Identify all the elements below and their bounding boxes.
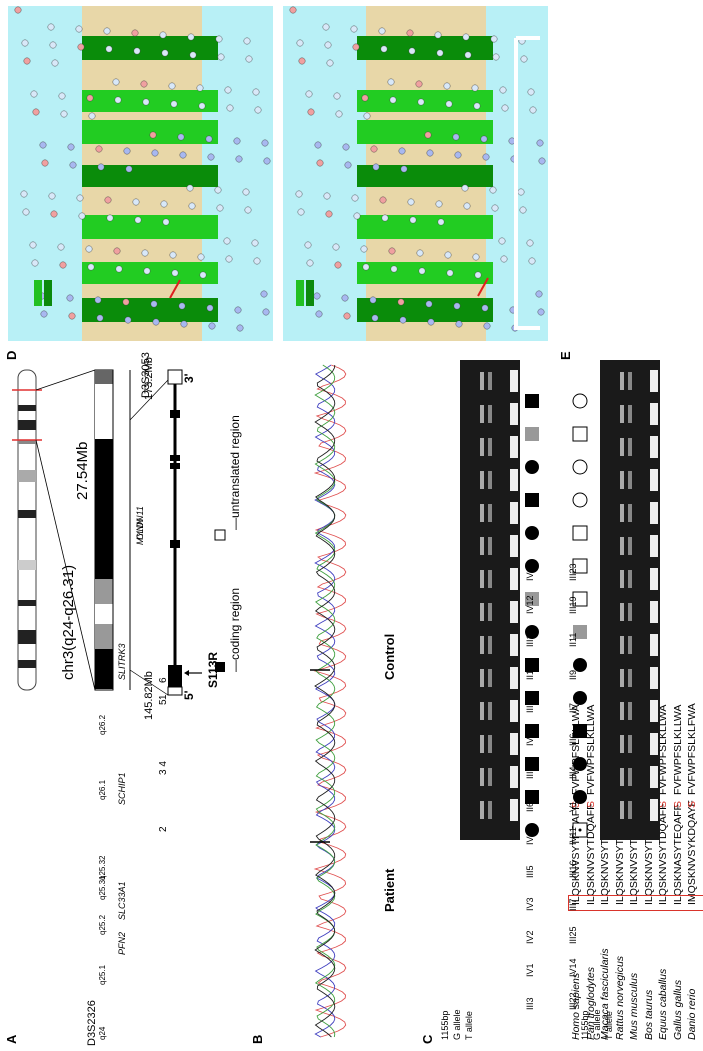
gene-label: CLDN11 <box>135 506 145 540</box>
species-label: Danio rerio <box>686 988 698 1040</box>
sample-id-top: II6 <box>525 801 535 812</box>
legend-utr-text: —untranslated region <box>228 415 242 530</box>
sample-id-bottom: III25 <box>568 926 578 944</box>
sample-id-top: IV6 <box>525 732 535 746</box>
sequence-right: FVFWPFSLKLLWA <box>671 704 684 795</box>
ladder-label: T allele <box>464 1011 474 1040</box>
left-marker: D3S2326 <box>86 1000 98 1046</box>
highlight-box <box>568 895 703 911</box>
band-label: q26.2 <box>98 714 107 735</box>
gene-label: SCHIP1 <box>117 772 127 805</box>
gene-label: PFN2 <box>117 931 127 955</box>
sample-id-top: IV12 <box>525 595 535 614</box>
sample-id-top: III3 <box>525 997 535 1010</box>
sequence-left: ILQSKNASYTEQAFF <box>671 804 684 905</box>
exon-number: 3 4 <box>158 761 169 775</box>
chromosome-map <box>12 369 226 696</box>
legend-coding-text: —coding region <box>228 587 242 672</box>
region-title: chr3(q24-q26.31) <box>60 564 77 680</box>
ladder-label: 1155bp <box>580 1010 590 1040</box>
right-position: 173.2Mb <box>143 357 155 400</box>
ladder-label: G allele <box>592 1009 602 1040</box>
sample-id-top: IV1 <box>525 963 535 977</box>
ladder-label: 1155bp <box>440 1010 450 1040</box>
sample-id-bottom: II11 <box>568 632 578 647</box>
sample-id-bottom: III19 <box>568 596 578 614</box>
exon-number: 2 <box>158 826 169 832</box>
species-label: Gallus gallus <box>671 979 684 1040</box>
legend-primary-icon <box>34 280 42 306</box>
sample-id-bottom: II7 <box>568 702 578 713</box>
five-prime-label: 5' <box>182 690 196 700</box>
legend-secondary-icon <box>44 280 52 306</box>
ladder-label: T allele <box>604 1011 614 1040</box>
sample-id-top: IV13 <box>525 562 535 581</box>
sample-id-top: II10 <box>525 664 535 680</box>
sample-id-bottom: IV11 <box>568 827 578 845</box>
sample-id-bottom: III7 <box>568 898 578 911</box>
chromosome-ideogram <box>12 369 42 691</box>
ladder-label: G allele <box>452 1009 462 1040</box>
band-bar <box>94 369 114 691</box>
gene-label: SLITRK3 <box>117 643 127 680</box>
sample-id-bottom: III22 <box>568 992 578 1010</box>
sample-id-bottom: III6 <box>568 733 578 746</box>
span-label: 27.54Mb <box>74 441 91 500</box>
chromatogram-panel <box>310 364 347 1038</box>
gel-panel <box>460 360 660 840</box>
sample-id-top: III8 <box>525 766 535 779</box>
mutation-residue: S <box>686 800 698 808</box>
sample-id-top: III11 <box>525 696 535 713</box>
mutation-label: S113R <box>206 651 220 688</box>
sample-id-bottom: V1 <box>568 800 578 812</box>
sequence-left: IMQSKNVSYKDQAYF <box>686 800 698 905</box>
patient-label: Patient <box>382 868 397 912</box>
exon-number: 6 <box>158 677 169 683</box>
band-label: q25.32 <box>98 855 107 880</box>
sample-id-bottom: IV14 <box>568 958 578 977</box>
band-label: q25.1 <box>98 964 107 985</box>
exon-number: 5 <box>158 699 169 705</box>
left-position: 145.82Mb <box>143 671 155 720</box>
control-label: Control <box>382 633 397 680</box>
sample-id-top: IV2 <box>525 930 535 944</box>
sample-id-bottom: III4 <box>568 766 578 779</box>
gene-label: SLC33A1 <box>117 881 127 920</box>
sample-id-top: IV4 <box>525 831 535 845</box>
band-label: q24 <box>98 1026 107 1040</box>
mutation-residue: S <box>671 800 684 808</box>
sample-id-top: III5 <box>525 865 535 878</box>
sequence-right: FVFWPFSLKLFWA <box>686 703 698 795</box>
three-prime-label: 3' <box>182 373 196 383</box>
sample-id-bottom: III23 <box>568 563 578 581</box>
sample-id-top: IV3 <box>525 897 535 911</box>
sample-id-bottom: III16 <box>568 860 578 878</box>
topology-panel <box>8 6 548 341</box>
sample-id-bottom: II9 <box>568 669 578 680</box>
sample-id-top: III18 <box>525 629 535 647</box>
band-label: q25.2 <box>98 914 107 935</box>
band-label: q26.1 <box>98 779 107 800</box>
